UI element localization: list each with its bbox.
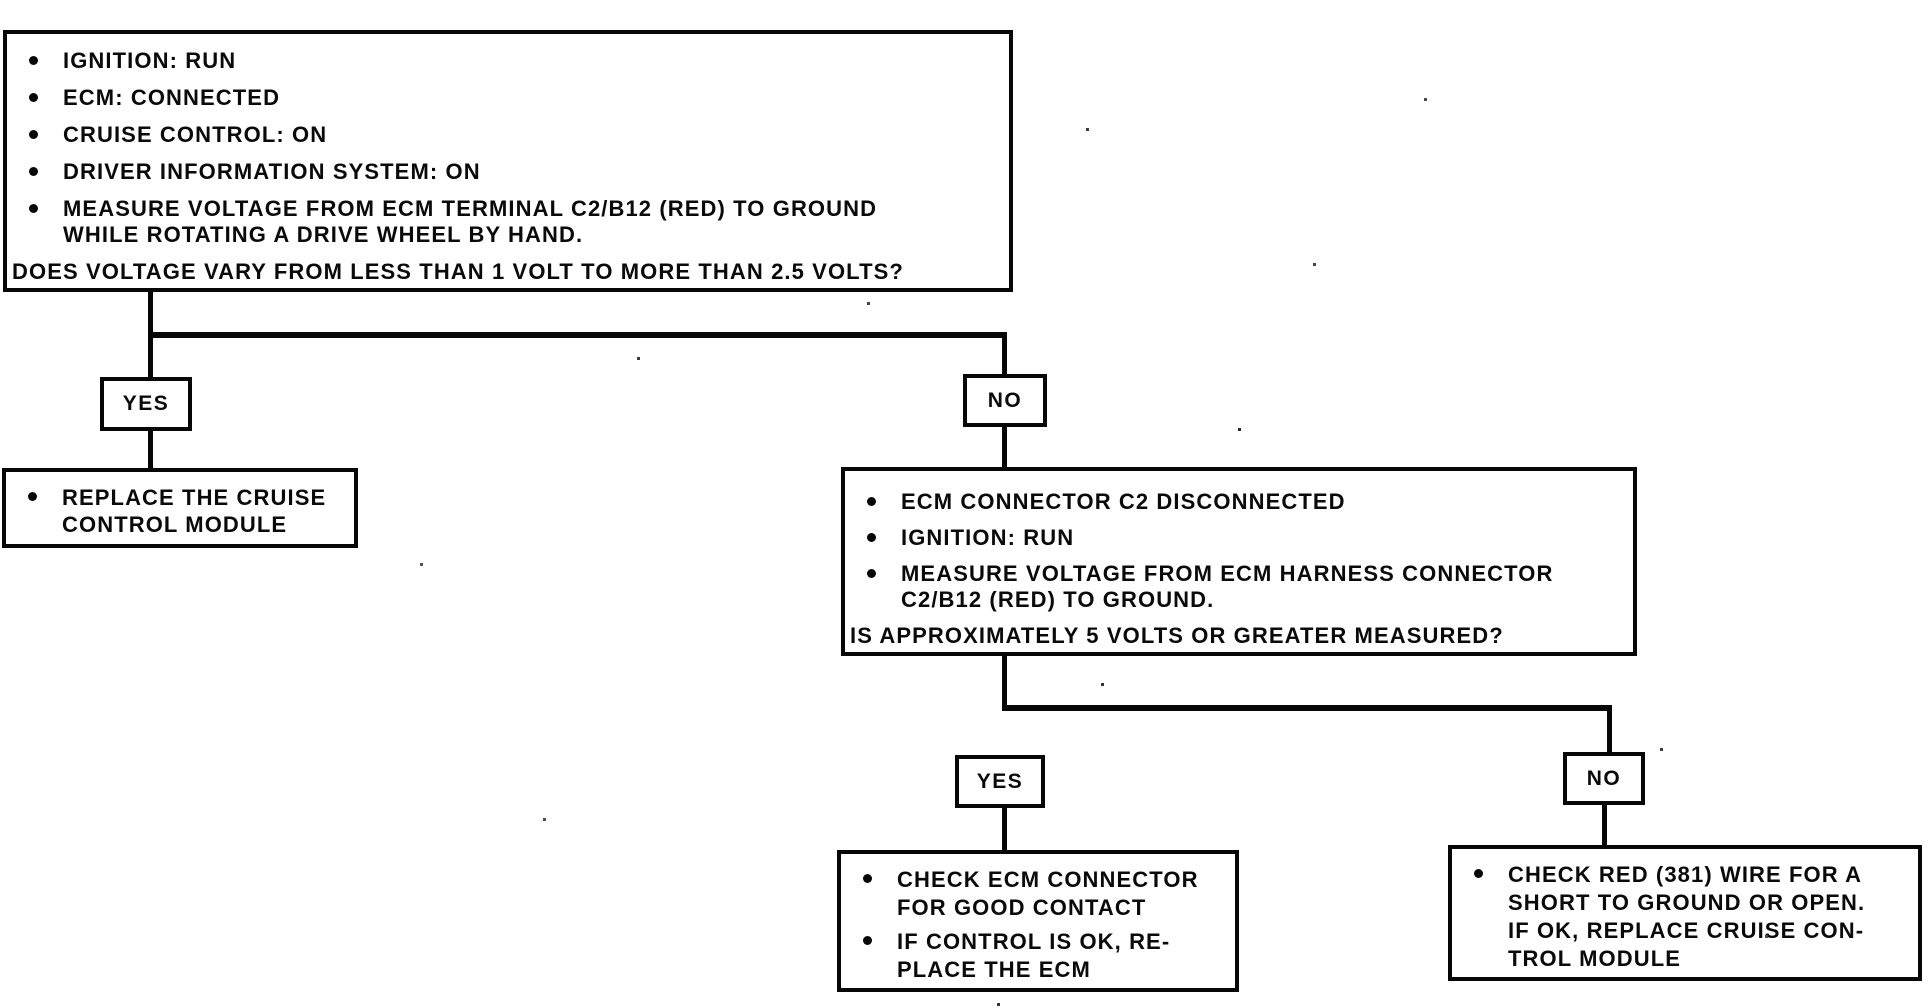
connector-branch1-horizontal-line	[148, 332, 1007, 338]
action-item: CHECK ECM CONNECTOR FOR GOOD CONTACT	[841, 866, 1235, 922]
decision-question: DOES VOLTAGE VARY FROM LESS THAN 1 VOLT …	[12, 259, 904, 284]
condition-text: CRUISE CONTROL: ON	[63, 122, 328, 147]
bullet-icon	[29, 56, 38, 65]
branch2-no-label-box: NO	[1563, 752, 1645, 805]
result-check-red-wire-box: CHECK RED (381) WIRE FOR A SHORT TO GROU…	[1448, 845, 1922, 981]
condition-text: ECM: CONNECTED	[63, 85, 281, 110]
no-label: NO	[987, 388, 1023, 412]
bullet-icon	[29, 167, 38, 176]
branch1-no-label-box: NO	[963, 374, 1047, 427]
condition-item: IGNITION: RUN	[7, 48, 1009, 74]
decision-question: IS APPROXIMATELY 5 VOLTS OR GREATER MEAS…	[850, 623, 1504, 648]
action-text: CHECK ECM CONNECTOR FOR GOOD CONTACT	[897, 867, 1199, 920]
condition-text: IGNITION: RUN	[63, 48, 237, 73]
action-text: IF CONTROL IS OK, RE- PLACE THE ECM	[897, 929, 1171, 982]
connector-yes2-to-result-line	[1002, 806, 1007, 852]
bullet-icon	[29, 204, 38, 213]
connector-branch2-horizontal-line	[1002, 705, 1612, 711]
condition-item: CRUISE CONTROL: ON	[7, 122, 1009, 148]
bullet-icon	[29, 93, 38, 102]
bullet-icon	[29, 130, 38, 139]
bullet-icon	[863, 936, 872, 945]
connector-branch1-to-no1-line	[1002, 332, 1007, 376]
decision2-condition-box: ECM CONNECTOR C2 DISCONNECTED IGNITION: …	[841, 467, 1637, 656]
action-text: CHECK RED (381) WIRE FOR A SHORT TO GROU…	[1508, 862, 1866, 971]
connector-decision2-to-branch2-line	[1002, 654, 1007, 711]
condition-item: IGNITION: RUN	[845, 525, 1633, 551]
condition-text: MEASURE VOLTAGE FROM ECM HARNESS CONNECT…	[901, 561, 1554, 612]
bullet-icon	[28, 492, 37, 501]
condition-text: ECM CONNECTOR C2 DISCONNECTED	[901, 489, 1346, 514]
action-item: REPLACE THE CRUISE CONTROL MODULE	[6, 484, 354, 538]
bullet-icon	[863, 874, 872, 883]
condition-item: ECM: CONNECTED	[7, 85, 1009, 111]
condition-item: ECM CONNECTOR C2 DISCONNECTED	[845, 489, 1633, 515]
no-label: NO	[1586, 766, 1622, 790]
action-text: REPLACE THE CRUISE CONTROL MODULE	[62, 485, 327, 537]
connector-no2-to-result-line	[1602, 804, 1607, 847]
condition-item: MEASURE VOLTAGE FROM ECM HARNESS CONNECT…	[845, 561, 1633, 613]
condition-text: IGNITION: RUN	[901, 525, 1075, 550]
branch1-yes-label-box: YES	[100, 377, 192, 431]
yes-label: YES	[122, 392, 170, 415]
action-item: IF CONTROL IS OK, RE- PLACE THE ECM	[841, 928, 1235, 984]
connector-no1-to-decision2-line	[1002, 425, 1007, 469]
scan-noise-dots	[0, 0, 3, 3]
action-item: CHECK RED (381) WIRE FOR A SHORT TO GROU…	[1452, 861, 1918, 973]
condition-text: DRIVER INFORMATION SYSTEM: ON	[63, 159, 481, 184]
bullet-icon	[1474, 869, 1483, 878]
connector-yes1-to-result-line	[148, 429, 153, 470]
yes-label: YES	[976, 769, 1024, 793]
bullet-icon	[867, 497, 876, 506]
start-condition-box: IGNITION: RUN ECM: CONNECTED CRUISE CONT…	[3, 30, 1013, 292]
bullet-icon	[867, 569, 876, 578]
bullet-icon	[867, 533, 876, 542]
connector-branch2-to-no2-line	[1607, 705, 1612, 754]
result-check-ecm-connector-box: CHECK ECM CONNECTOR FOR GOOD CONTACT IF …	[837, 850, 1239, 992]
condition-item: MEASURE VOLTAGE FROM ECM TERMINAL C2/B12…	[7, 196, 1009, 248]
result-replace-cruise-module-box: REPLACE THE CRUISE CONTROL MODULE	[2, 468, 358, 548]
condition-item: DRIVER INFORMATION SYSTEM: ON	[7, 159, 1009, 185]
condition-text: MEASURE VOLTAGE FROM ECM TERMINAL C2/B12…	[63, 196, 878, 247]
branch2-yes-label-box: YES	[955, 755, 1045, 808]
